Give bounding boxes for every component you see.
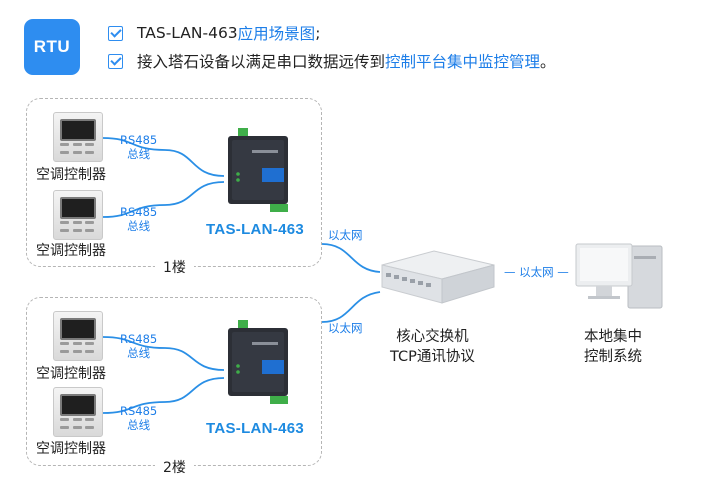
checkbox-icon — [108, 53, 123, 69]
tas-lan-device — [228, 320, 288, 404]
rs485-bus-label: RS485 总线 — [120, 133, 157, 161]
controller-label: 空调控制器 — [36, 441, 106, 457]
rs485-line-3 — [102, 336, 225, 371]
checkbox-icon — [108, 25, 123, 41]
controller-label: 空调控制器 — [36, 167, 106, 183]
host-computer-icon — [575, 243, 663, 309]
switch-label-line: 核心交换机 — [396, 329, 469, 345]
header-line-1-highlight: 应用场景图 — [237, 25, 316, 43]
controller-label: 空调控制器 — [36, 366, 106, 382]
tas-lan-device — [228, 128, 288, 212]
rs485-line-2 — [102, 181, 225, 218]
rs485-bus-label: RS485 总线 — [120, 404, 157, 432]
floor-label-1: 1楼 — [155, 257, 194, 277]
header-line-2-prefix: 接入塔石设备以满足串口数据远传到 — [137, 53, 386, 71]
rs485-bus-label: RS485 总线 — [120, 205, 157, 233]
device-label: TAS-LAN-463 — [206, 221, 305, 238]
ethernet-line-1 — [321, 243, 381, 273]
rs485-line-4 — [102, 377, 225, 414]
ethernet-link-label: — 以太网 — — [504, 265, 569, 279]
ac-controller-panel — [53, 311, 103, 361]
rtu-badge: RTU — [24, 19, 80, 75]
header-line-1-suffix: ; — [315, 24, 321, 42]
switch-label-line: TCP通讯协议 — [390, 349, 475, 365]
bus-label-line: 总线 — [127, 219, 151, 233]
switch-label: 核心交换机 TCP通讯协议 — [390, 327, 475, 367]
ethernet-label: 以太网 — [328, 321, 363, 335]
bus-label-line: RS485 — [120, 133, 158, 147]
core-switch-device — [381, 250, 495, 304]
bus-label-line: RS485 — [120, 332, 158, 346]
bus-label-line: 总线 — [127, 346, 151, 360]
ac-controller-panel — [53, 190, 103, 240]
ac-controller-panel — [53, 112, 103, 162]
bus-label-line: RS485 — [120, 404, 158, 418]
bus-label-line: 总线 — [127, 147, 151, 161]
device-label: TAS-LAN-463 — [206, 420, 305, 437]
header-line-2: 接入塔石设备以满足串口数据远传到控制平台集中监控管理。 — [108, 50, 556, 72]
ethernet-label: 以太网 — [328, 228, 363, 242]
host-label-line: 本地集中 — [584, 329, 642, 345]
header-line-2-suffix: 。 — [540, 53, 556, 71]
ethernet-line-2 — [321, 291, 381, 323]
ac-controller-panel — [53, 387, 103, 437]
controller-label: 空调控制器 — [36, 243, 106, 259]
host-label: 本地集中 控制系统 — [584, 327, 642, 367]
bus-label-line: 总线 — [127, 418, 151, 432]
rs485-line-1 — [102, 137, 225, 177]
floor-label-2: 2楼 — [155, 457, 194, 477]
bus-label-line: RS485 — [120, 205, 158, 219]
header-line-2-highlight: 控制平台集中监控管理 — [385, 53, 541, 71]
host-label-line: 控制系统 — [584, 349, 642, 365]
rs485-bus-label: RS485 总线 — [120, 332, 157, 360]
header-line-1-prefix: TAS-LAN-463 — [137, 24, 238, 42]
header-line-1: TAS-LAN-463 应用场景图; — [108, 22, 320, 44]
